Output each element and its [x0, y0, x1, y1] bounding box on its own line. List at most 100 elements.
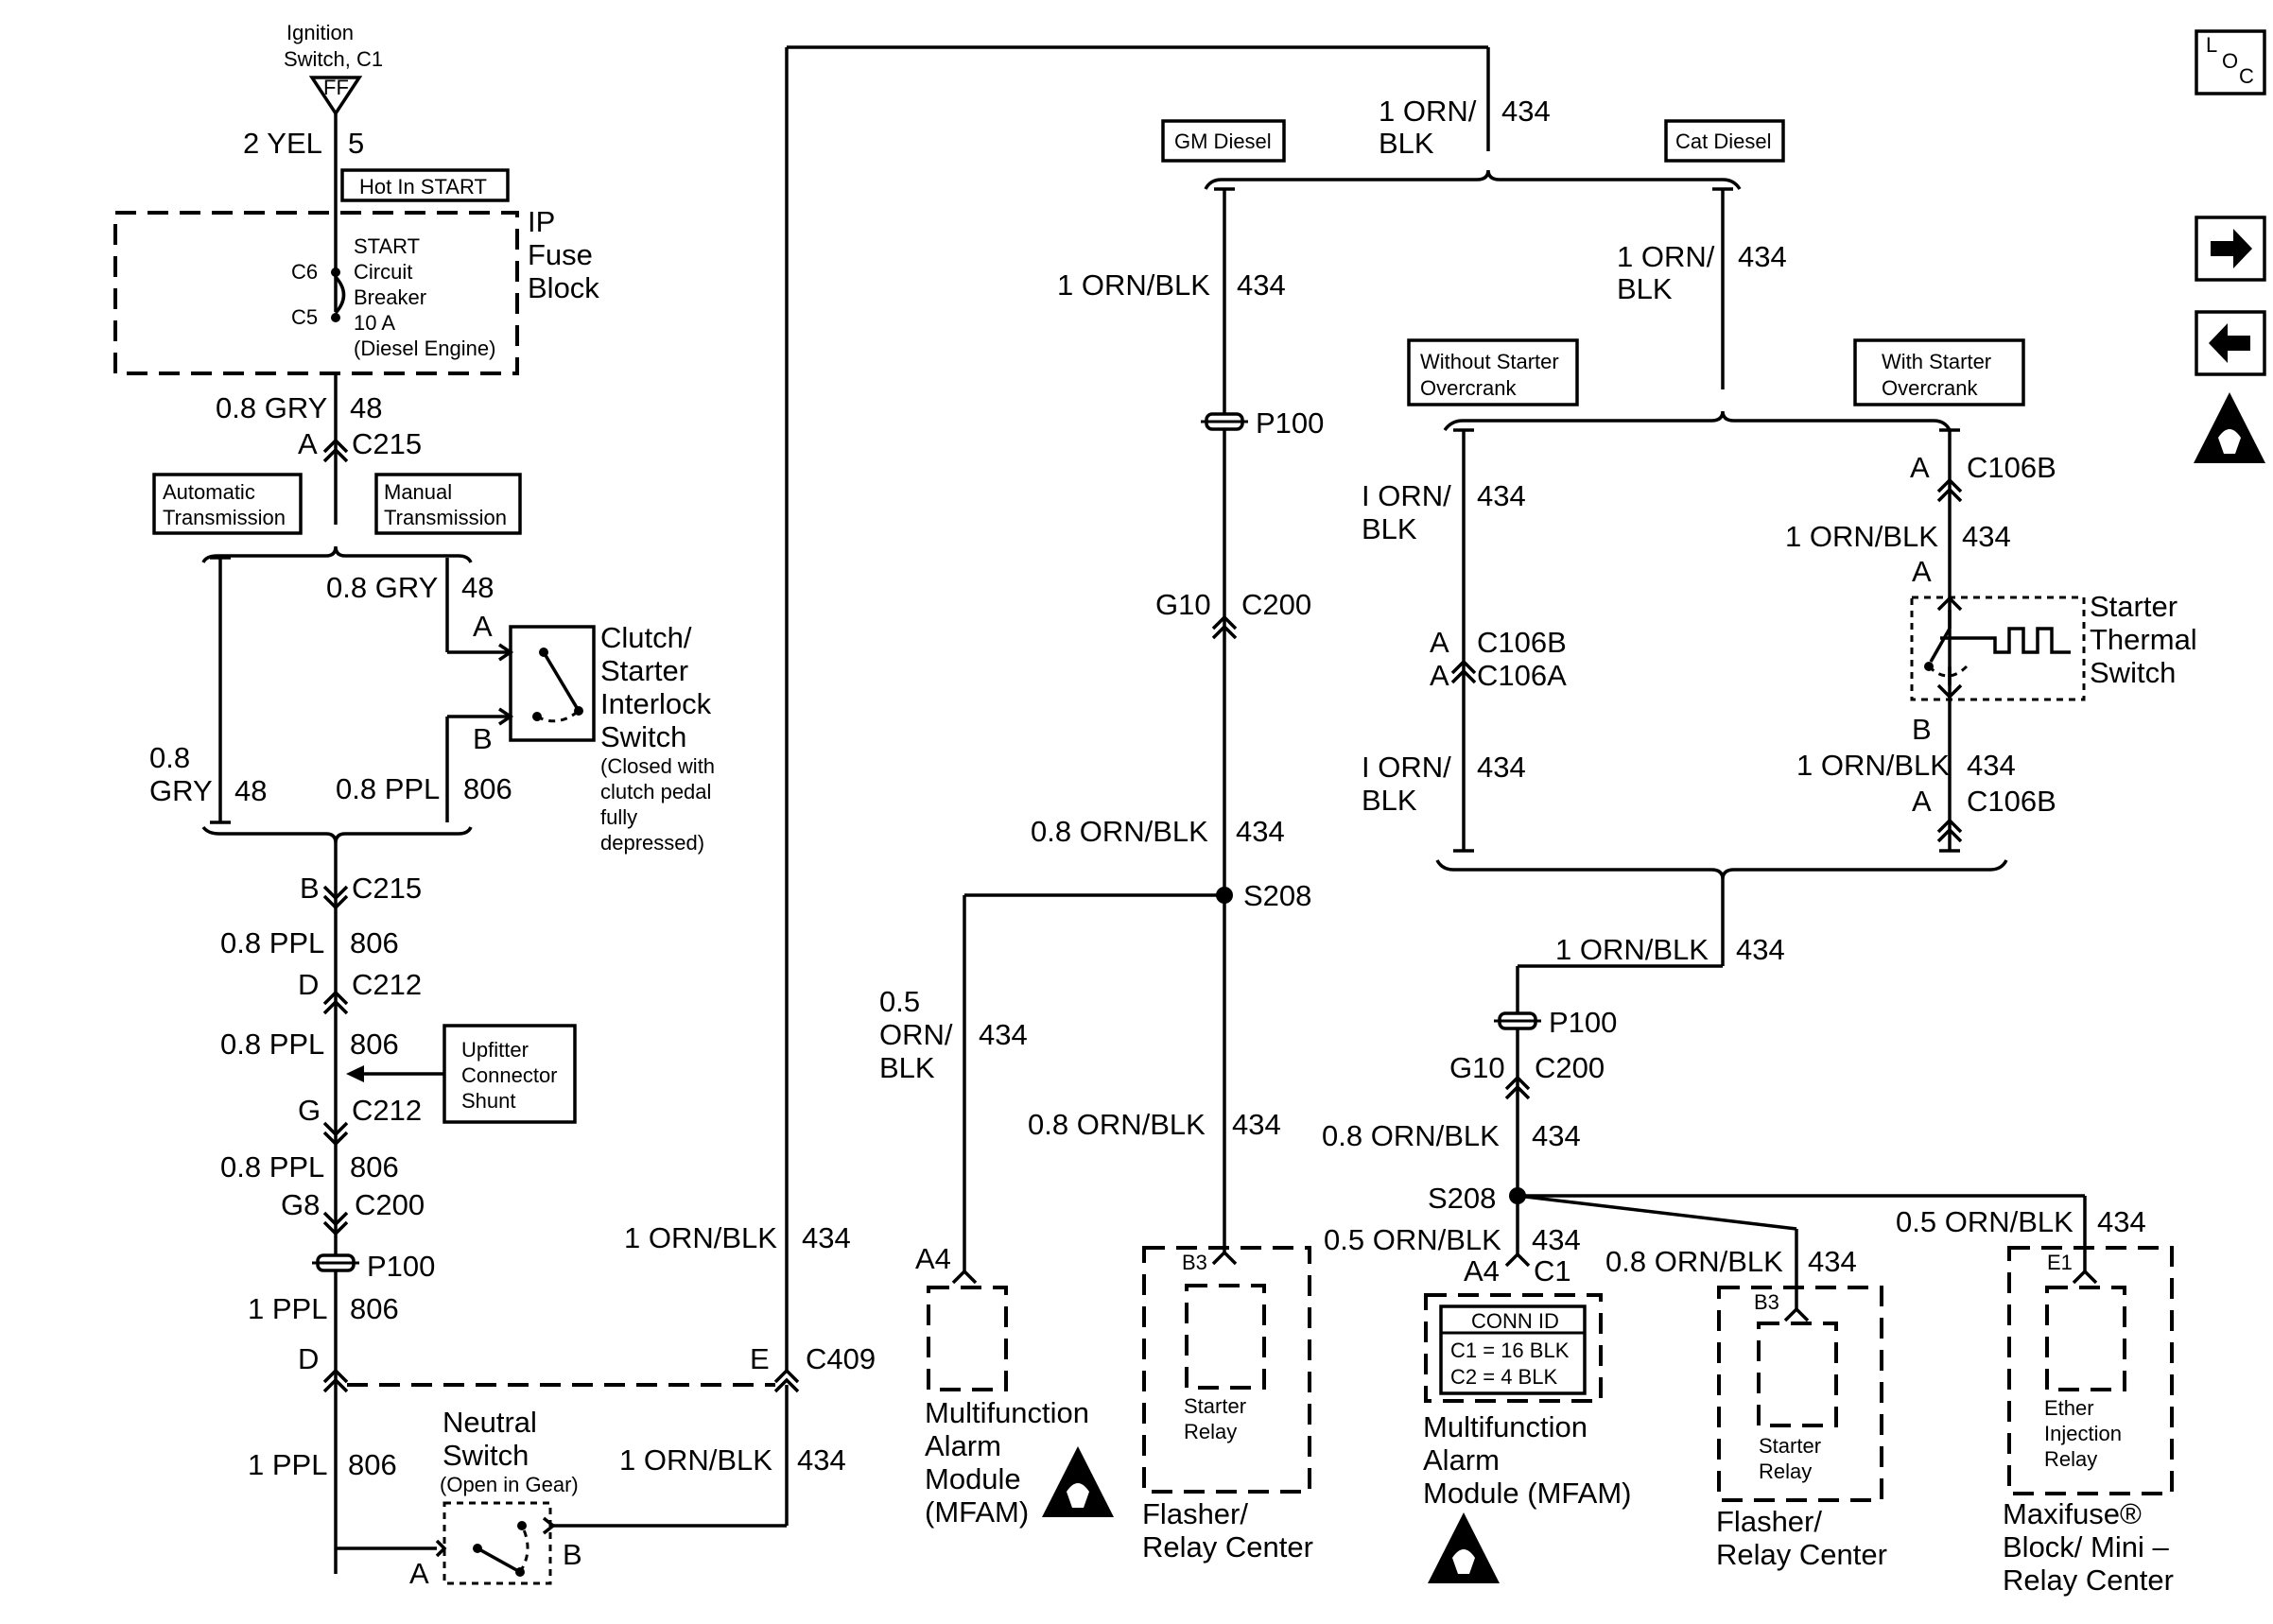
relay-mid-terminal [1211, 1250, 1238, 1266]
conn-id-box [1439, 1304, 1587, 1395]
ip-fuse-block-outline [113, 211, 519, 375]
c215-pin-b: B [300, 872, 320, 905]
clutch-label-1: Clutch/ [600, 621, 692, 654]
clutch-note-4: depressed) [600, 831, 704, 855]
mid-blk-label: BLK [1379, 127, 1434, 160]
breaker-label-1: START [354, 234, 420, 258]
starter-thermal-switch [1910, 596, 2086, 701]
maxifuse-outline [2007, 1246, 2174, 1495]
right-w08ornblk-b-label: 0.8 ORN/BLK [1605, 1245, 1783, 1278]
overcrank-split-bracket [1443, 410, 1952, 432]
mid-w08ornblk-b-label: 0.8 ORN/BLK [1028, 1108, 1206, 1141]
upfitter-box [442, 1024, 577, 1124]
c5-label: C5 [291, 305, 318, 329]
breaker-terminal-c6 [331, 268, 340, 277]
clutch-label-4: Switch [600, 720, 686, 753]
connector-c212-b [322, 1121, 349, 1147]
thermal-switch-outline [1910, 596, 2086, 701]
ff-label: FF [323, 76, 349, 99]
right-g10-label: G10 [1449, 1051, 1505, 1084]
circuit-48-label: 48 [350, 391, 382, 424]
neutral-switch-outline [442, 1501, 552, 1585]
right-starter-relay-1: Starter [1759, 1434, 1821, 1458]
right-w1ornblk-b-label: 1 ORN/BLK [1796, 749, 1950, 782]
clutch-switch-dash [536, 709, 580, 723]
mid-starter-relay-1: Starter [1184, 1394, 1246, 1418]
right-c434-b-label: 434 [1477, 479, 1526, 512]
clutch-note-3: fully [600, 805, 637, 829]
right-c106b-a-label: C106B [1477, 626, 1567, 659]
mfam-left-label-3: Module [925, 1462, 1021, 1495]
mid-a4-label: A4 [915, 1242, 951, 1275]
mid-w05-label-3: BLK [879, 1051, 935, 1084]
mid-w05-label-2: ORN/ [879, 1018, 953, 1051]
cat-diesel-label: Cat Diesel [1675, 130, 1771, 153]
diesel-split-bracket [1204, 169, 1742, 190]
thermal-switch-terminals [1936, 596, 1963, 700]
right-starter-relay-2: Relay [1759, 1460, 1812, 1483]
locator-box[interactable] [2195, 29, 2266, 95]
clutch-pin-b: B [473, 722, 493, 755]
neutral-pin-b: B [563, 1538, 582, 1571]
ignition-label-1: Ignition [286, 21, 354, 44]
wire-08ppl-b-label: 0.8 PPL [220, 926, 324, 959]
circuit-806-a-label: 806 [463, 772, 512, 805]
ether-label-2: Injection [2044, 1422, 2122, 1445]
mid-c434-label: 434 [1501, 95, 1551, 128]
ff-connector-triangle [308, 76, 363, 117]
wire-08ppl-c-label: 0.8 PPL [220, 1028, 324, 1061]
c215-label: C215 [352, 427, 422, 460]
hot-in-start-label: Hot In START [359, 175, 487, 199]
circuit-806-e-label: 806 [350, 1292, 399, 1325]
c212-b-label: C212 [352, 1094, 422, 1127]
left-arrow-icon [2209, 323, 2250, 363]
mid-g10-label: G10 [1155, 588, 1211, 621]
right-mfam-label-1: Multifunction [1423, 1410, 1588, 1443]
flasher-mid-outline [1142, 1246, 1311, 1494]
without-overcrank-box [1407, 338, 1579, 406]
with-overcrank-box [1853, 338, 2025, 406]
next-page-button[interactable] [2195, 216, 2266, 282]
fuse-block-label-3: Block [528, 271, 599, 304]
upfitter-label-1: Upfitter [461, 1038, 529, 1062]
right-c434-f-label: 434 [1736, 933, 1785, 966]
esd-warning-icon [1042, 1446, 1114, 1517]
right-c200-label: C200 [1535, 1051, 1605, 1084]
right-blk-b-label: BLK [1362, 512, 1417, 545]
wire-1ppl-a-label: 1 PPL [248, 1292, 327, 1325]
c215-b-label: C215 [352, 872, 422, 905]
thermal-dash [1927, 665, 1969, 678]
circuit-48-b-label: 48 [461, 571, 494, 604]
neutral-label-2: Switch [442, 1439, 529, 1472]
right-w05ornblk-b-label: 0.5 ORN/BLK [1896, 1205, 2073, 1238]
mid-w1orn-label: 1 ORN/ [1379, 95, 1477, 128]
right-blk-c-label: BLK [1362, 784, 1417, 817]
mid-b3-label: B3 [1182, 1251, 1207, 1274]
right-c1-label: C1 [1534, 1254, 1571, 1287]
ether-label-3: Relay [2044, 1447, 2097, 1471]
upfitter-label-3: Shunt [461, 1089, 516, 1113]
neutral-label-1: Neutral [442, 1406, 537, 1439]
prev-page-button[interactable] [2195, 310, 2266, 376]
maxifuse-label-1: Maxifuse® [2003, 1497, 2142, 1530]
neutral-switch-dash [518, 1525, 529, 1573]
clutch-note-1: (Closed with [600, 754, 715, 778]
clutch-switch-box [509, 625, 596, 742]
wire-gry-label: GRY [149, 774, 213, 807]
circuit-48-c-label: 48 [234, 774, 267, 807]
next-arrow-box[interactable] [2195, 216, 2266, 282]
right-c434-a-label: 434 [1738, 240, 1787, 273]
c212-pin-d: D [298, 968, 319, 1001]
thermal-label-2: Thermal [2090, 623, 2197, 656]
circuit-breaker-symbol [334, 275, 346, 315]
neutral-pin-a: A [409, 1557, 429, 1590]
right-c434-j-label: 434 [2097, 1205, 2146, 1238]
with-label-1: With Starter [1882, 350, 1991, 373]
locator-button[interactable]: L O C [2195, 29, 2266, 95]
clutch-switch-terminals [498, 643, 514, 726]
right-c434-g-label: 434 [1532, 1119, 1581, 1152]
mid-starter-relay-2: Relay [1184, 1420, 1237, 1443]
ether-label-1: Ether [2044, 1396, 2094, 1420]
conn-id-label: CONN ID [1471, 1309, 1559, 1333]
wire-08gry-b-label: 0.8 GRY [326, 571, 438, 604]
